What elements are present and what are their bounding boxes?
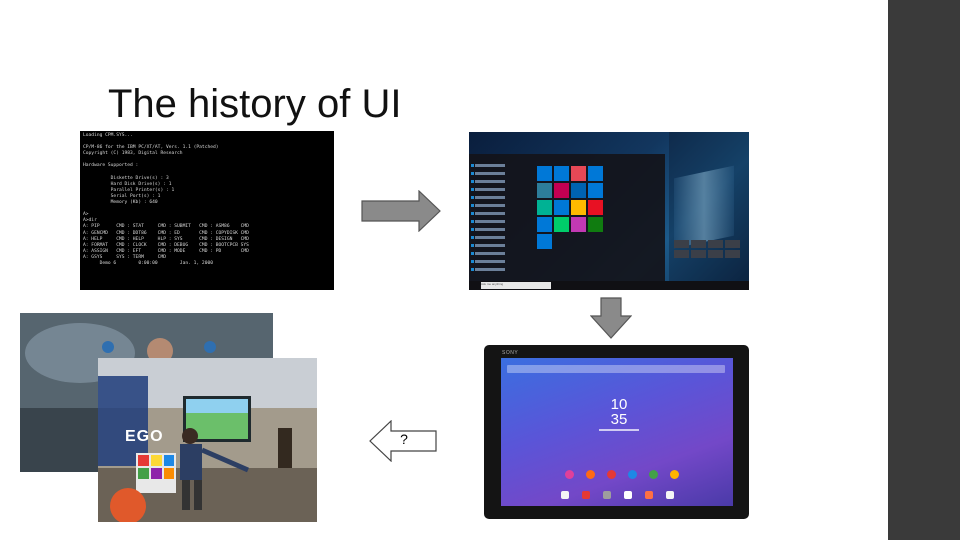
- start-tile: [588, 200, 603, 215]
- action-center-tile: [708, 250, 723, 258]
- start-tile: [537, 166, 552, 181]
- taskbar-search-box: Ask me anything: [481, 282, 551, 289]
- start-tile: [571, 183, 586, 198]
- action-center-tile: [691, 240, 706, 248]
- start-list-icon: [471, 196, 474, 199]
- action-center-tile: [691, 250, 706, 258]
- tablet-dock-icon: [561, 491, 569, 499]
- start-tile: [571, 217, 586, 232]
- start-list-item: [475, 188, 505, 191]
- start-menu: [469, 154, 665, 282]
- start-list-item: [475, 180, 505, 183]
- tablet-clock-minute: 35: [610, 411, 628, 428]
- tablet-dock-icon: [666, 491, 674, 499]
- start-list-icon: [471, 204, 474, 207]
- action-center-tile: [708, 240, 723, 248]
- start-list-item: [475, 212, 505, 215]
- start-tile: [571, 166, 586, 181]
- start-list-icon: [471, 236, 474, 239]
- tablet-app-icon: [565, 470, 574, 479]
- kinect-demo-scene: [98, 358, 317, 522]
- question-mark: ?: [400, 431, 408, 447]
- action-center-tiles: [674, 240, 744, 278]
- tablet-search-bar: [507, 365, 725, 373]
- kinect-demo-photo: EGO: [98, 358, 317, 522]
- tablet-brand-label: SONY: [502, 350, 519, 356]
- start-list-item: [475, 252, 505, 255]
- tablet-dock-icon: [645, 491, 653, 499]
- start-tile: [537, 183, 552, 198]
- sidebar-bar: [888, 0, 960, 540]
- tablet-screen: 10 35: [501, 358, 733, 506]
- start-list-item: [475, 164, 505, 167]
- tablet-dock-icon: [603, 491, 611, 499]
- taskbar: Ask me anything: [469, 281, 749, 290]
- start-list-item: [475, 236, 505, 239]
- start-list-icon: [471, 180, 474, 183]
- start-list-icon: [471, 244, 474, 247]
- start-tile: [537, 200, 552, 215]
- tablet-app-icon: [649, 470, 658, 479]
- start-tile: [588, 183, 603, 198]
- action-center-tile: [725, 240, 740, 248]
- start-list-icon: [471, 228, 474, 231]
- tablet-date-line: [599, 429, 639, 431]
- start-tile: [588, 217, 603, 232]
- tablet-dock-icon: [624, 491, 632, 499]
- start-tile: [554, 200, 569, 215]
- tablet-image: SONY 10 35: [484, 345, 749, 519]
- start-list-icon: [471, 220, 474, 223]
- start-tile: [554, 217, 569, 232]
- start-list-item: [475, 260, 505, 263]
- start-list-item: [475, 196, 505, 199]
- start-tile: [571, 200, 586, 215]
- tablet-app-icon: [586, 470, 595, 479]
- tablet-app-icon: [670, 470, 679, 479]
- start-list-icon: [471, 260, 474, 263]
- start-tile: [537, 217, 552, 232]
- start-list-item: [475, 220, 505, 223]
- start-tile: [588, 166, 603, 181]
- start-tile: [554, 166, 569, 181]
- start-list-item: [475, 204, 505, 207]
- start-list-icon: [471, 268, 474, 271]
- start-list-icon: [471, 172, 474, 175]
- start-list-icon: [471, 188, 474, 191]
- tablet-app-icon: [628, 470, 637, 479]
- start-list-item: [475, 244, 505, 247]
- tablet-dock-icon: [582, 491, 590, 499]
- tablet-app-icon: [607, 470, 616, 479]
- slide-title: The history of UI: [108, 82, 402, 126]
- start-list-item: [475, 228, 505, 231]
- arrow-down-icon: [590, 297, 632, 339]
- start-list-icon: [471, 252, 474, 255]
- dos-terminal-image: Loading CPM.SYS... CP/M-86 for the IBM P…: [80, 131, 334, 290]
- start-list-icon: [471, 164, 474, 167]
- start-list-item: [475, 172, 505, 175]
- arrow-right-icon: [361, 190, 441, 232]
- action-center-tile: [674, 240, 689, 248]
- start-tile: [554, 183, 569, 198]
- start-list-icon: [471, 212, 474, 215]
- start-list-item: [475, 268, 505, 271]
- action-center-tile: [725, 250, 740, 258]
- action-center-tile: [674, 250, 689, 258]
- windows-start-screen-image: Ask me anything: [469, 132, 749, 290]
- tablet-clock-hour: 10: [610, 396, 628, 413]
- ego-sign-text: EGO: [125, 428, 164, 445]
- dos-terminal-text: Loading CPM.SYS... CP/M-86 for the IBM P…: [83, 133, 249, 266]
- arrow-left-icon: [369, 420, 437, 462]
- start-tile: [537, 234, 552, 249]
